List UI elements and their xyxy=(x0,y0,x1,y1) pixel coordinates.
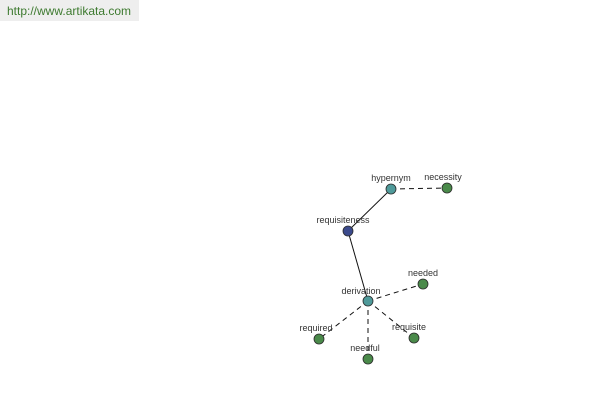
edge-derivation-requisite xyxy=(367,300,415,339)
edge-requisiteness-derivation xyxy=(347,230,369,302)
edge-requisiteness-hypernym xyxy=(347,188,392,232)
node-required[interactable] xyxy=(313,333,325,345)
edges-layer xyxy=(318,187,448,359)
node-label-necessity[interactable]: necessity xyxy=(424,172,462,182)
site-url-banner[interactable]: http://www.artikata.com xyxy=(0,0,139,21)
node-label-derivation[interactable]: derivation xyxy=(341,286,380,296)
node-label-requisiteness[interactable]: requisiteness xyxy=(316,215,370,225)
edge-derivation-required xyxy=(318,300,369,340)
edge-hypernym-necessity xyxy=(390,187,448,190)
node-requisiteness[interactable] xyxy=(342,225,354,237)
node-requisite[interactable] xyxy=(408,332,420,344)
node-needed[interactable] xyxy=(417,278,429,290)
edge-derivation-needed xyxy=(367,283,424,302)
nodes-layer xyxy=(313,182,453,365)
node-label-hypernym[interactable]: hypernym xyxy=(371,173,411,183)
node-derivation[interactable] xyxy=(362,295,374,307)
node-label-needful[interactable]: needful xyxy=(350,343,380,353)
node-needful[interactable] xyxy=(362,353,374,365)
node-label-required[interactable]: required xyxy=(299,323,332,333)
node-label-requisite[interactable]: requisite xyxy=(392,322,426,332)
node-label-needed[interactable]: needed xyxy=(408,268,438,278)
node-necessity[interactable] xyxy=(441,182,453,194)
node-hypernym[interactable] xyxy=(385,183,397,195)
labels-layer: requisiteness hypernym derivation necessity… xyxy=(299,172,462,353)
